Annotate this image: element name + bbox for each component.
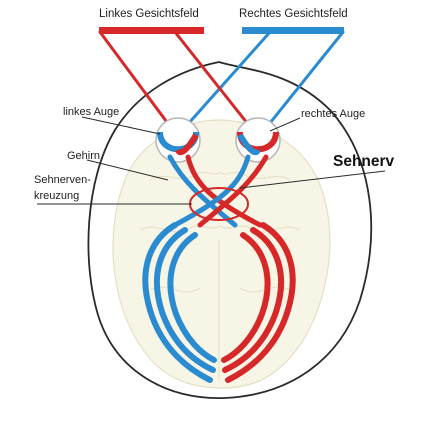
- optic-chiasm-label-line1: Sehnerven-: [34, 174, 91, 186]
- left-visual-field-bar: [99, 27, 204, 34]
- right-eye: [235, 117, 281, 163]
- leader-optic-nerve: [239, 170, 386, 189]
- right-visual-field-bar: [242, 27, 344, 34]
- right-eye-label: rechtes Auge: [301, 108, 366, 120]
- optic-nerve-label: Sehnerv: [333, 153, 395, 170]
- optic-chiasm-label-line2: kreuzung: [34, 190, 80, 202]
- optic-radiation-right: [221, 222, 296, 383]
- leader-right-eye: [269, 117, 301, 132]
- leader-left-eye: [81, 116, 161, 135]
- brain: [112, 119, 331, 389]
- leader-lines: [37, 116, 386, 205]
- left-visual-field-label: Linkes Gesichtsfeld: [99, 8, 199, 20]
- optic-radiation-left: [142, 222, 217, 383]
- leader-brain: [86, 159, 169, 181]
- left-eye-label: linkes Auge: [63, 106, 120, 118]
- left-eye: [155, 117, 201, 163]
- right-visual-field-label: Rechtes Gesichtsfeld: [239, 8, 348, 20]
- brain-label: Gehirn: [67, 150, 101, 162]
